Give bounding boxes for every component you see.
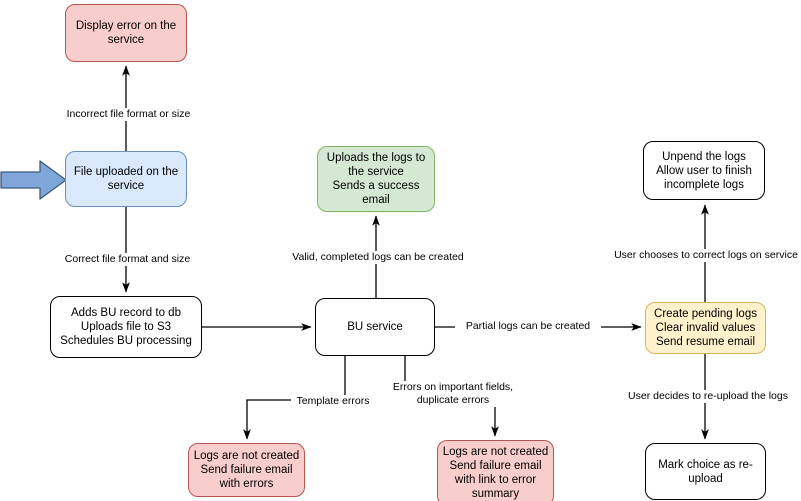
edge-label-template-errors: Template errors	[291, 395, 375, 408]
node-create-pending-logs[interactable]: Create pending logs Clear invalid values…	[645, 302, 766, 354]
edge-label-incorrect-format: Incorrect file format or size	[54, 108, 203, 121]
edge-label-valid-logs: Valid, completed logs can be created	[281, 251, 475, 264]
node-logs-not-created-fields[interactable]: Logs are not created Send failure email …	[437, 440, 554, 501]
node-file-uploaded[interactable]: File uploaded on the service	[65, 151, 187, 207]
edge-label-correct-format: Correct file format and size	[54, 253, 201, 266]
node-uploads-logs[interactable]: Uploads the logs to the service Sends a …	[317, 146, 435, 212]
node-adds-bu-record[interactable]: Adds BU record to db Uploads file to S3 …	[50, 296, 202, 358]
node-bu-service[interactable]: BU service	[315, 298, 435, 356]
edge-label-partial-logs: Partial logs can be created	[455, 320, 601, 333]
node-mark-choice[interactable]: Mark choice as re- upload	[645, 443, 766, 500]
edge-label-correct-on-service: User chooses to correct logs on service	[607, 249, 801, 262]
edge-label-important-fields: Errors on important fields, duplicate er…	[390, 381, 516, 407]
input-block-arrow	[0, 160, 67, 200]
node-unpend-logs[interactable]: Unpend the logs Allow user to finish inc…	[643, 141, 765, 200]
node-logs-not-created-template[interactable]: Logs are not created Send failure email …	[188, 443, 305, 497]
edge-label-re-upload: User decides to re-upload the logs	[617, 390, 799, 403]
node-display-error[interactable]: Display error on the service	[65, 4, 187, 62]
